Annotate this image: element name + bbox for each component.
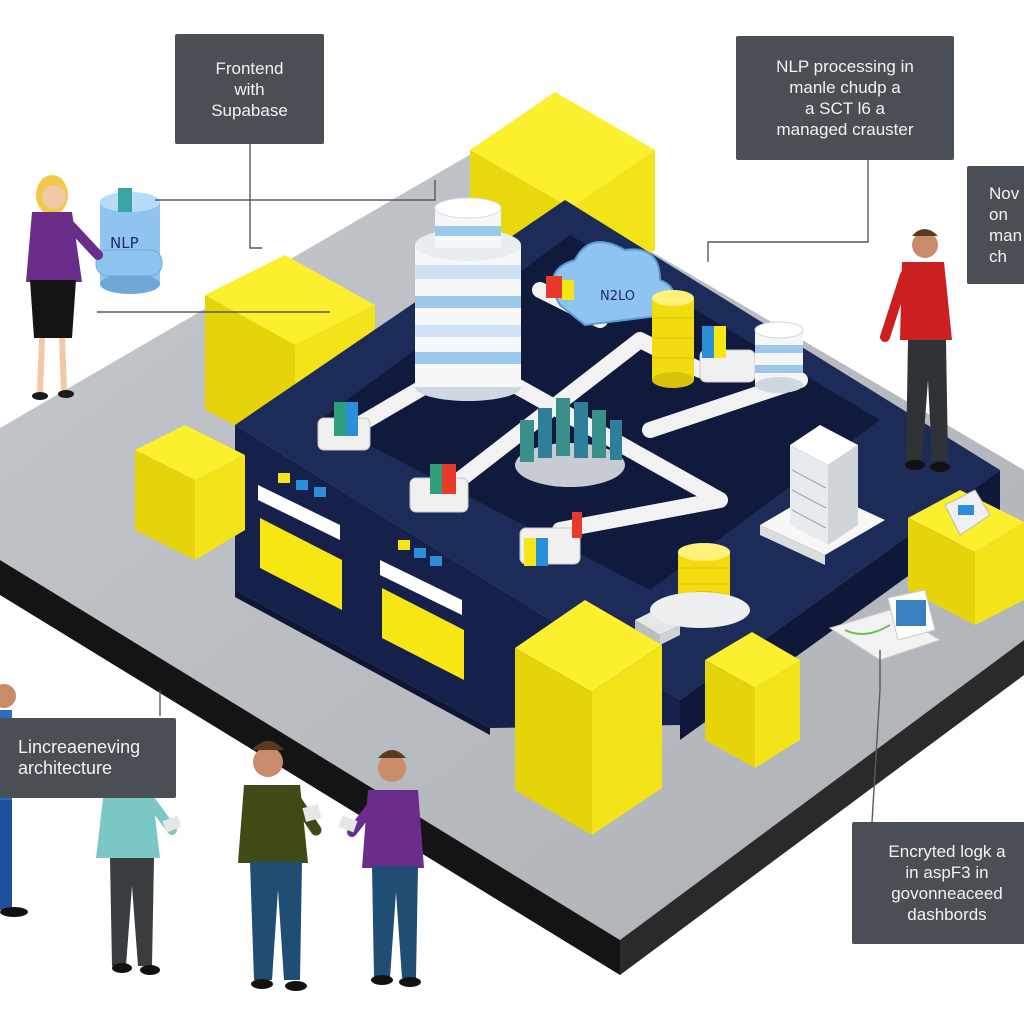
nlp-tank: NLP (95, 188, 163, 294)
nlp-tank-label: NLP (110, 234, 139, 252)
person-man-right (880, 229, 952, 472)
device-box (635, 592, 750, 645)
callout-line: with (234, 79, 265, 99)
database-tower (415, 197, 521, 401)
person-olive-shirt (238, 741, 322, 991)
callout-line: ch (989, 247, 1007, 266)
cloud-label: N2LO (600, 289, 635, 304)
callout-right-partial: Nov on man ch (967, 166, 1024, 284)
server-small-red (546, 276, 574, 300)
yellow-block-right (908, 489, 1024, 625)
callout-line: on (989, 205, 1008, 224)
callout-line: NLP processing in (776, 57, 914, 76)
person-purple-shirt (338, 750, 424, 987)
server-chips (334, 326, 726, 566)
yellow-block-front-small (705, 632, 800, 768)
callout-line: Frontend (215, 58, 284, 78)
callout-line: in aspF3 in (905, 863, 989, 882)
yellow-block-left-small (135, 425, 245, 560)
callout-line: dashbords (907, 905, 987, 924)
callout-architecture: Lincreaeneving architecture (0, 718, 176, 798)
callout-line: govonneaceed (891, 884, 1003, 903)
laptop-icon (828, 589, 942, 661)
person-woman-top-left (26, 175, 103, 400)
callout-line: Supabase (211, 100, 288, 120)
callout-line: Nov (989, 184, 1020, 203)
callout-line: a SCT l6 a (804, 99, 885, 118)
callout-frontend-supabase: Frontend with Supabase (175, 34, 324, 144)
dashboard-cards (258, 473, 464, 680)
person-teal-shirt (96, 746, 182, 975)
central-server-cluster (515, 398, 625, 487)
callout-line: Encryted logk a (888, 842, 1006, 861)
yellow-block-front-large (515, 600, 662, 835)
coin-stack-upper (652, 290, 694, 388)
callout-encrypted-logs: Encryted logk a in aspF3 in govonneaceed… (852, 822, 1024, 944)
callout-line: man (989, 226, 1023, 245)
db-cylinder-small (754, 321, 804, 393)
connector-lines (97, 144, 881, 823)
callout-line: Lincreaeneving (18, 737, 141, 757)
callout-line: architecture (18, 758, 113, 778)
server-rack-right (760, 425, 885, 565)
callout-nlp-processing: NLP processing in manle chudp a a SCT l6… (736, 36, 954, 160)
callout-line: manle chudp a (789, 78, 901, 97)
callout-line: managed crauster (776, 120, 914, 139)
